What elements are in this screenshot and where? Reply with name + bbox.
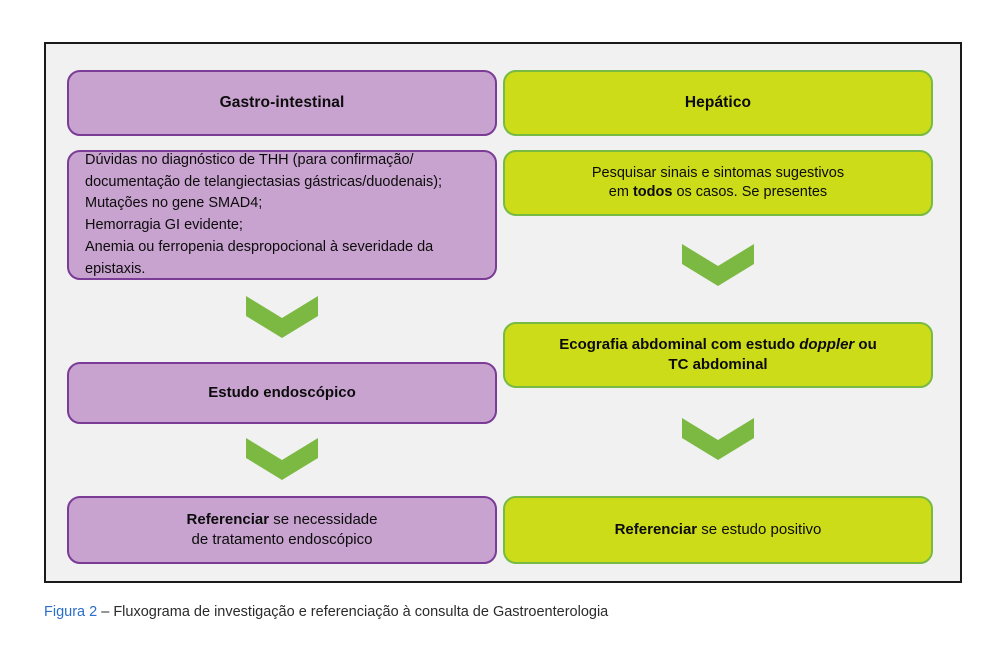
node-estudo-endoscopico-label: Estudo endoscópico [208, 384, 356, 402]
column-gastrointestinal: Gastro-intestinal Dúvidas no diagnóstico… [67, 44, 497, 581]
imaging-line2: TC abdominal [668, 356, 768, 373]
node-hepatico-header[interactable]: Hepático [503, 70, 933, 136]
figure-caption-text: Fluxograma de investigação e referenciaç… [113, 604, 609, 620]
screening-line2-pre: em [608, 184, 633, 200]
node-gastrointestinal-criteria[interactable]: Dúvidas no diagnóstico de THH (para conf… [67, 150, 497, 280]
hepatico-referral-text: Referenciar se estudo positivo [505, 520, 931, 540]
diagram-columns: Gastro-intestinal Dúvidas no diagnóstico… [46, 44, 960, 581]
hepatico-imaging-text: Ecografia abdominal com estudo doppler o… [505, 335, 931, 375]
figure-caption-label: Figura 2 [44, 604, 98, 620]
node-gastrointestinal-header[interactable]: Gastro-intestinal [67, 70, 497, 136]
criteria-line-5: Anemia ou ferropenia despropocional à se… [85, 238, 434, 255]
imaging-line1-emphasis: doppler [799, 336, 855, 354]
node-gastrointestinal-header-label: Gastro-intestinal [219, 93, 345, 111]
hepatico-referral-lead: Referenciar [614, 521, 698, 539]
hepatico-referral-rest: se estudo positivo [697, 521, 822, 539]
node-estudo-endoscopico[interactable]: Estudo endoscópico [67, 362, 497, 424]
screening-line2-post: os casos. Se presentes [672, 184, 828, 200]
hepatico-screening-text: Pesquisar sinais e sintomas sugestivos e… [505, 164, 931, 202]
imaging-line1-post: ou [854, 336, 877, 354]
node-hepatico-header-label: Hepático [684, 93, 752, 111]
criteria-line-3: Mutações no gene SMAD4; [85, 195, 263, 212]
gi-referral-lead: Referenciar [186, 511, 270, 529]
node-hepatico-referral[interactable]: Referenciar se estudo positivo [503, 496, 933, 564]
criteria-line-2: documentação de telangiectasias gástrica… [85, 173, 443, 190]
chevron-down-icon-hep-1 [682, 242, 754, 286]
figure-caption-dash: – [97, 604, 114, 620]
gi-referral-rest-line1: se necessidade [269, 511, 378, 529]
diagram-frame: Gastro-intestinal Dúvidas no diagnóstico… [44, 42, 962, 583]
node-gastrointestinal-referral[interactable]: Referenciar se necessidade de tratamento… [67, 496, 497, 564]
figure-caption: Figura 2 – Fluxograma de investigação e … [44, 604, 944, 620]
gi-referral-line2: de tratamento endoscópico [191, 531, 373, 548]
imaging-line1-pre: Ecografia abdominal com estudo [559, 336, 800, 354]
chevron-down-icon-gi-2 [246, 436, 318, 480]
screening-line1: Pesquisar sinais e sintomas sugestivos [591, 164, 845, 181]
chevron-down-icon-hep-2 [682, 416, 754, 460]
node-hepatico-imaging[interactable]: Ecografia abdominal com estudo doppler o… [503, 322, 933, 388]
criteria-line-1: Dúvidas no diagnóstico de THH (para conf… [85, 151, 414, 168]
node-hepatico-screening[interactable]: Pesquisar sinais e sintomas sugestivos e… [503, 150, 933, 216]
chevron-down-icon-gi-1 [246, 294, 318, 338]
column-hepatico: Hepático Pesquisar sinais e sintomas sug… [503, 44, 933, 581]
criteria-line-6: epistaxis. [85, 260, 146, 277]
gi-referral-text: Referenciar se necessidade de tratamento… [69, 510, 495, 550]
screening-line2-bold: todos [632, 184, 673, 200]
criteria-line-4: Hemorragia GI evidente; [85, 217, 243, 233]
criteria-text-block: Dúvidas no diagnóstico de THH (para conf… [85, 150, 481, 281]
